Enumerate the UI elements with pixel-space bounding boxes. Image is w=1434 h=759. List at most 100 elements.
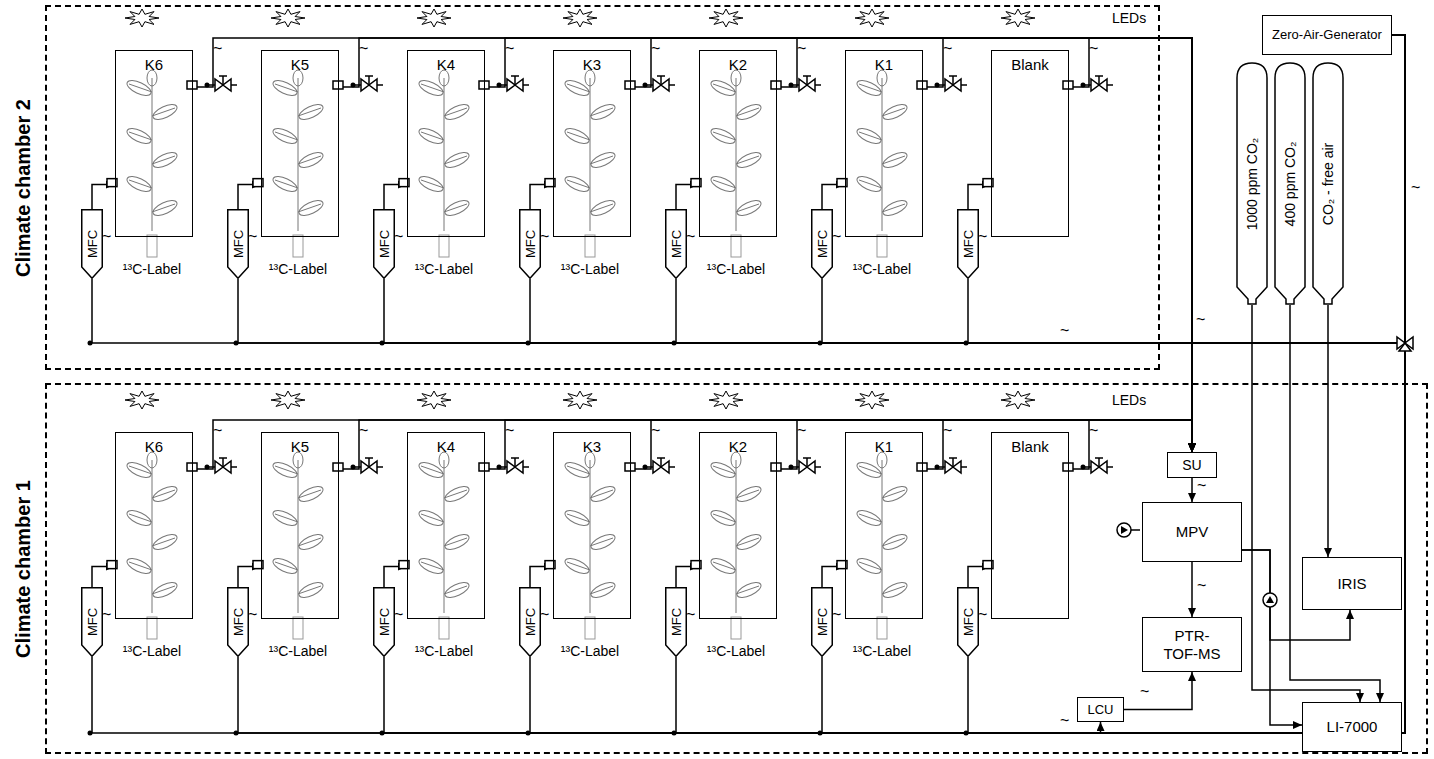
instrument-box: MPV [1142, 502, 1242, 562]
label-tag: ¹³C-Label [415, 261, 473, 277]
flow-tilde: ~ [1140, 684, 1149, 700]
valve-symbol [937, 458, 967, 473]
cuvette-label: K3 [554, 56, 630, 73]
mass-flow-controller: MFC [227, 209, 249, 279]
gas-line [384, 185, 407, 209]
led-symbol [271, 391, 305, 409]
junction-dot [351, 465, 356, 470]
label-tag: ¹³C-Label [853, 643, 911, 659]
label-vial [439, 235, 449, 257]
plant-cuvette: K5 [261, 432, 339, 619]
outlet-port [917, 463, 927, 471]
label-vial [147, 235, 157, 257]
gas-line [92, 185, 115, 209]
valve-symbol [499, 458, 529, 473]
cuvette-label: K4 [408, 438, 484, 455]
gas-line [530, 567, 553, 587]
cylinder-label: CO₂ - free air [1320, 142, 1336, 224]
mass-flow-controller: MFC [373, 587, 395, 657]
junction-dot [672, 341, 677, 346]
led-symbol [125, 9, 159, 27]
cuvette-label: K5 [262, 438, 338, 455]
gas-line [193, 420, 1192, 469]
plant-cuvette: K2 [699, 432, 777, 619]
junction-dot [234, 341, 239, 346]
mass-flow-controller: MFC [81, 209, 103, 279]
led-symbol [417, 9, 451, 27]
flow-tilde: ~ [394, 229, 403, 245]
label-tag: ¹³C-Label [561, 261, 619, 277]
flow-tilde: ~ [978, 607, 987, 623]
chamber-heading: Climate chamber 1 [12, 480, 35, 658]
valve-symbol [791, 76, 821, 91]
mfc-label: MFC [669, 608, 684, 636]
mfc-label: MFC [815, 608, 830, 636]
mass-flow-controller: MFC [665, 209, 687, 279]
outlet-port [333, 81, 343, 89]
led-symbol [417, 391, 451, 409]
cuvette-label: K6 [116, 56, 192, 73]
junction-dot [964, 341, 969, 346]
mfc-label: MFC [523, 608, 538, 636]
gas-line [676, 567, 699, 587]
label-tag: ¹³C-Label [707, 261, 765, 277]
flow-tilde: ~ [1089, 423, 1098, 439]
plant-drawing [271, 70, 325, 231]
plant-cuvette: K1 [845, 50, 923, 237]
outlet-port [771, 463, 781, 471]
gas-line [631, 420, 1192, 469]
flow-tilde: ~ [248, 607, 257, 623]
label-vial [293, 617, 303, 639]
led-symbol [563, 9, 597, 27]
outlet-port [625, 81, 635, 89]
flow-tilde: ~ [1197, 478, 1206, 494]
outlet-port [1063, 463, 1073, 471]
led-symbol [709, 391, 743, 409]
flow-tilde: ~ [1060, 323, 1069, 339]
led-label: LEDs [1112, 392, 1146, 408]
label-tag: ¹³C-Label [707, 643, 765, 659]
flow-tilde: ~ [651, 423, 660, 439]
mass-flow-controller: MFC [373, 209, 395, 279]
junction-dot [205, 83, 210, 88]
gas-line [923, 38, 1192, 452]
flow-tilde: ~ [943, 41, 952, 57]
instrument-label: Zero-Air-Generator [1272, 27, 1382, 43]
flow-tilde: ~ [1197, 578, 1206, 594]
blank-cuvette: Blank [991, 50, 1069, 237]
valve-symbol [791, 458, 821, 473]
mass-flow-controller: MFC [811, 209, 833, 279]
gas-line [485, 420, 1192, 469]
label-vial [293, 235, 303, 257]
junction-dot [497, 83, 502, 88]
junction-dot [88, 341, 93, 346]
cuvette-label: Blank [992, 438, 1068, 455]
junction-dot [351, 83, 356, 88]
junction-dot [526, 341, 531, 346]
gas-line [193, 38, 1192, 452]
gas-line [92, 567, 115, 587]
valve-symbol [499, 76, 529, 91]
label-tag: ¹³C-Label [415, 643, 473, 659]
junction-dot [205, 465, 210, 470]
cuvette-label: K6 [116, 438, 192, 455]
valve-symbol [1083, 76, 1113, 91]
flow-tilde: ~ [1411, 180, 1420, 196]
flow-tilde: ~ [213, 41, 222, 57]
junction-dot [1081, 465, 1086, 470]
led-symbol [1001, 391, 1035, 409]
gas-line [238, 567, 261, 587]
flow-tilde: ~ [540, 607, 549, 623]
gas-line [238, 185, 261, 209]
valve-symbol [645, 76, 675, 91]
mass-flow-controller: MFC [957, 209, 979, 279]
instrument-label: SU [1182, 457, 1201, 474]
mfc-label: MFC [961, 608, 976, 636]
led-symbol [855, 391, 889, 409]
instrument-box: IRIS [1302, 557, 1402, 610]
plant-drawing [855, 452, 909, 613]
label-vial [585, 235, 595, 257]
mass-flow-controller: MFC [519, 209, 541, 279]
mass-flow-controller: MFC [811, 587, 833, 657]
